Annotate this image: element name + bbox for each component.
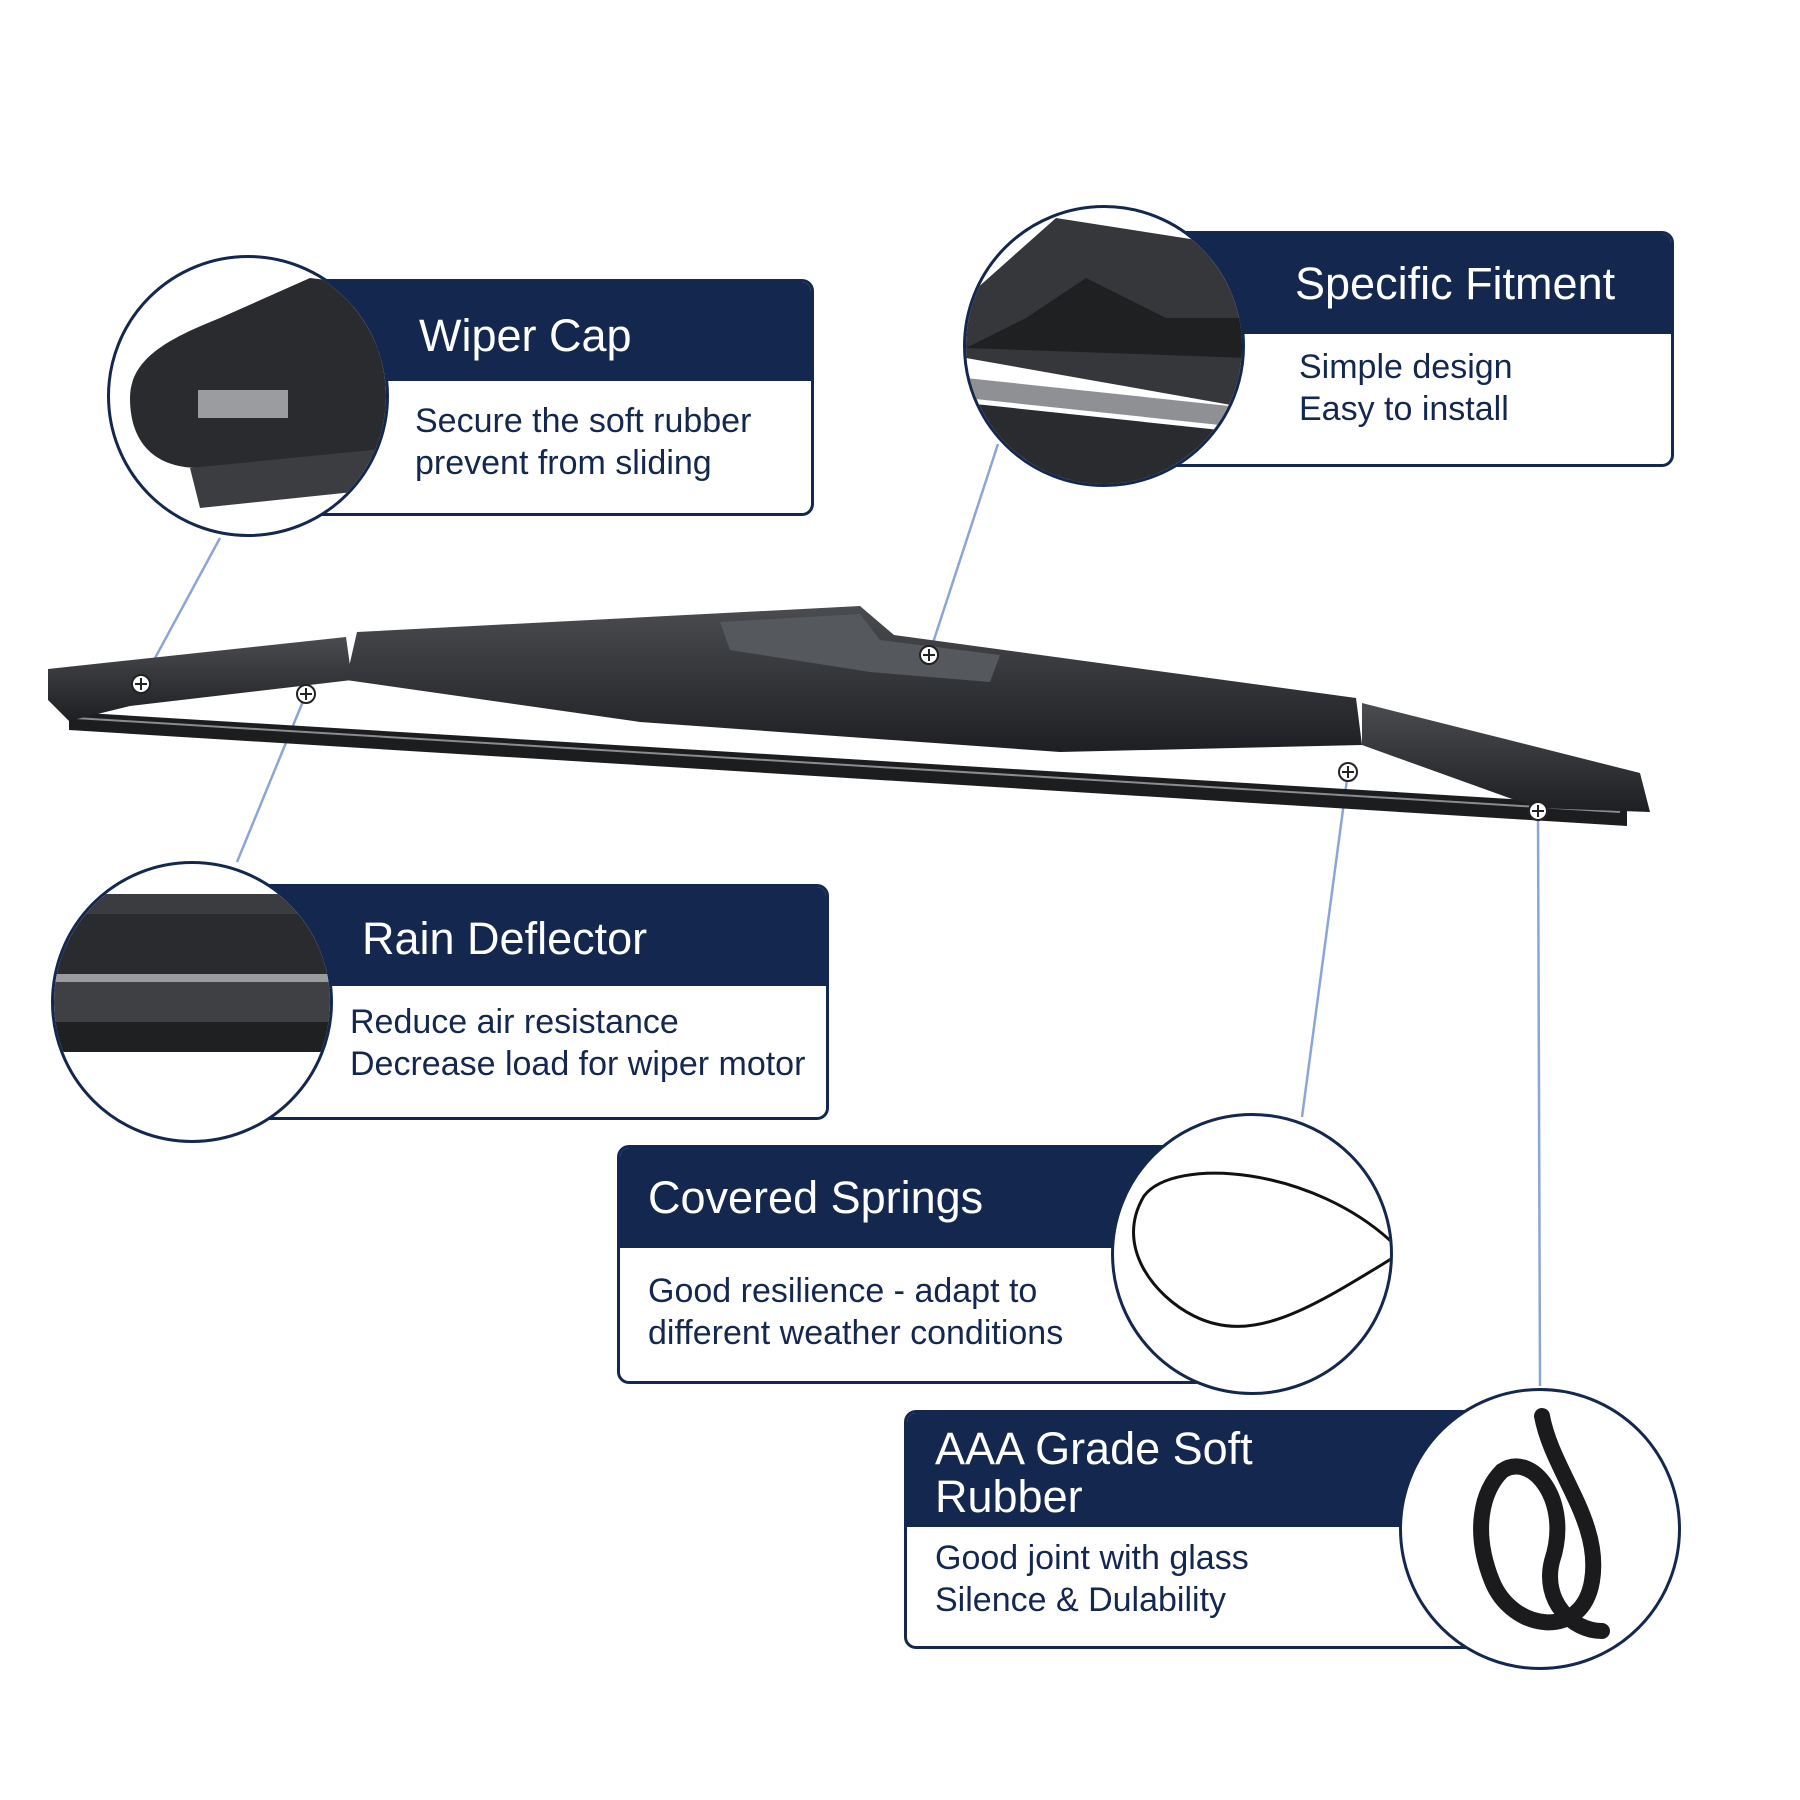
feature-title-line: Rubber	[935, 1471, 1083, 1522]
spring-wire-image	[1111, 1113, 1393, 1395]
feature-line: Good resilience - adapt to	[648, 1272, 1038, 1310]
blade-right-cap	[1362, 703, 1650, 812]
feature-card-soft-rubber: AAA Grade Soft Rubber Good joint with gl…	[904, 1410, 1478, 1649]
marker-plus-icon	[131, 674, 151, 694]
feature-title: Covered Springs	[648, 1172, 984, 1223]
leader-line-rain-deflector	[235, 693, 308, 863]
feature-title-line: AAA Grade Soft	[935, 1423, 1253, 1474]
blade-connector-window	[720, 614, 1000, 682]
leader-line-covered-springs	[1300, 771, 1350, 1118]
feature-card-wiper-cap: Wiper Cap Secure the soft rubber prevent…	[288, 279, 814, 516]
feature-title: Rain Deflector	[362, 913, 648, 964]
feature-line: prevent from sliding	[415, 444, 712, 482]
marker-plus-icon	[919, 645, 939, 665]
feature-line: Secure the soft rubber	[415, 402, 752, 440]
connector-closeup-image	[963, 205, 1245, 487]
feature-line: Reduce air resistance	[350, 1003, 679, 1041]
feature-line: Good joint with glass	[935, 1539, 1249, 1577]
blade-main-body	[346, 606, 1362, 752]
deflector-closeup-image	[51, 861, 333, 1143]
rubber-strip-image	[1399, 1388, 1681, 1670]
wiper-cap-closeup-image	[107, 255, 389, 537]
marker-plus-icon	[296, 684, 316, 704]
feature-line: Simple design	[1299, 348, 1513, 386]
feature-card-covered-springs: Covered Springs Good resilience - adapt …	[617, 1145, 1207, 1384]
feature-line: Easy to install	[1299, 390, 1509, 428]
feature-title: Specific Fitment	[1295, 258, 1616, 309]
feature-card-rain-deflector: Rain Deflector Reduce air resistance Dec…	[231, 884, 829, 1120]
feature-line: different weather conditions	[648, 1314, 1064, 1352]
marker-icons	[131, 645, 1548, 821]
blade-left-cap	[48, 637, 352, 721]
feature-title: Wiper Cap	[419, 310, 632, 361]
feature-card-specific-fitment: Specific Fitment Simple design Easy to i…	[1154, 231, 1674, 467]
feature-line: Decrease load for wiper motor	[350, 1045, 806, 1083]
leader-lines	[139, 443, 1542, 1387]
feature-line: Silence & Dulability	[935, 1581, 1227, 1619]
leader-line-rubber	[1536, 810, 1542, 1387]
marker-plus-icon	[1528, 801, 1548, 821]
leader-line-specific-fitment	[927, 443, 1000, 656]
marker-plus-icon	[1338, 762, 1358, 782]
